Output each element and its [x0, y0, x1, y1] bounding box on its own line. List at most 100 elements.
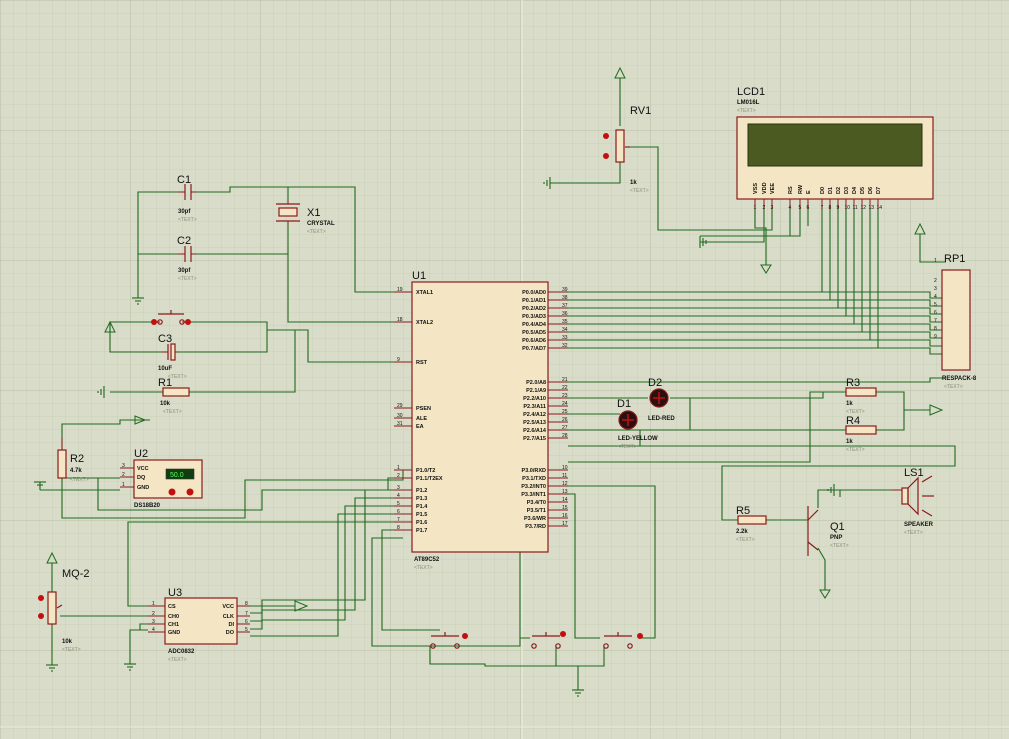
reset-button[interactable]	[151, 310, 191, 325]
u1-pin-number: 14	[562, 497, 568, 503]
u1-pin-name: P2.3/A11	[523, 404, 546, 410]
ground-symbol	[827, 484, 835, 496]
lcd-pin-number: 8	[829, 205, 832, 211]
r3-ref: R3	[846, 377, 860, 389]
capacitor-c1[interactable]: C1 30pf <TEXT>	[177, 174, 197, 223]
r1-ref: R1	[158, 377, 172, 389]
lcd-display-lcd1[interactable]: LCD1 LM016L <TEXT> 1VSS2VDD3VEE4RS5RW6E7…	[736, 86, 934, 211]
wires	[39, 78, 956, 690]
lcd-pin-number: 4	[789, 205, 792, 211]
push-button-3[interactable]	[603, 632, 643, 649]
power-arrow-icon	[914, 222, 926, 235]
u1-pin-name: EA	[416, 424, 424, 430]
u3-pin-name: CH0	[168, 614, 179, 620]
u1-pin-number: 34	[562, 327, 568, 333]
x1-ref: X1	[307, 207, 320, 219]
lcd-pin-name: D3	[844, 187, 850, 194]
capacitor-c2[interactable]: C2 30pf <TEXT>	[177, 235, 197, 282]
c2-ref: C2	[177, 235, 191, 247]
lcd-pin-name: VDD	[762, 182, 768, 194]
u1-pin-name: P1.2	[416, 488, 427, 494]
resistor-r1[interactable]: R1 10k <TEXT>	[158, 377, 190, 415]
led-d1[interactable]: D1 LED-YELLOW <TEXT>	[617, 398, 658, 450]
u3-pin-number: 2	[152, 611, 155, 617]
lcd-pin-number: 5	[799, 205, 802, 211]
u1-pin-number: 29	[397, 403, 403, 409]
c3-ref: C3	[158, 333, 172, 345]
resistor-r4[interactable]: R4 1k <TEXT>	[845, 415, 877, 453]
u3-pin-name: CLK	[223, 614, 234, 620]
lcd-pin-name: D1	[828, 187, 834, 194]
u1-pin-name: P2.0/A8	[526, 380, 546, 386]
resistor-r2[interactable]: R2 4.7k <TEXT>	[57, 438, 89, 483]
q1-value: PNP	[830, 535, 842, 541]
u1-pin-number: 17	[562, 521, 568, 527]
ls1-ref: LS1	[904, 467, 924, 479]
mq2-text: <TEXT>	[62, 647, 81, 653]
u3-pin-name: CH1	[168, 622, 179, 628]
potentiometer-mq2[interactable]: MQ-2 10k <TEXT>	[38, 551, 90, 653]
u1-pin-number: 37	[562, 303, 568, 309]
u1-pin-name: PSEN	[416, 406, 431, 412]
u1-pin-name: P0.7/AD7	[522, 346, 546, 352]
u1-pin-name: P3.6/WR	[524, 516, 546, 522]
u3-pin-number: 4	[152, 627, 155, 633]
crystal-x1[interactable]: X1 CRYSTAL <TEXT>	[276, 200, 335, 235]
rp1-pin-number: 7	[934, 318, 937, 324]
x1-value: CRYSTAL	[307, 221, 335, 227]
u1-pin-name: ALE	[416, 416, 427, 422]
push-button-2[interactable]	[531, 631, 566, 649]
speaker-ls1[interactable]: LS1 SPEAKER <TEXT>	[892, 467, 934, 536]
u1-pin-name: RST	[416, 360, 428, 366]
u3-pin-number: 7	[245, 611, 248, 617]
lcd-pin-name: VSS	[753, 183, 759, 194]
resistor-r5[interactable]: R5 2.2k <TEXT>	[736, 505, 767, 543]
u3-pin-number: 3	[152, 619, 155, 625]
ground-symbol	[819, 589, 831, 599]
resistor-r3[interactable]: R3 1k <TEXT>	[845, 377, 877, 415]
d1-text: <TEXT>	[618, 444, 637, 450]
u3-text: <TEXT>	[168, 657, 187, 663]
u1-pin-number: 9	[397, 357, 400, 363]
led-d2[interactable]: D2 LED-RED	[648, 377, 675, 422]
u3-pin-name: GND	[168, 630, 180, 636]
lcd-pin-name: D7	[876, 187, 882, 194]
power-arrow-icon	[134, 415, 147, 425]
u1-value: AT89C52	[414, 557, 440, 563]
c1-value: 30pf	[178, 209, 191, 215]
mq2-ref: MQ-2	[62, 568, 90, 580]
lcd-pin-name: VEE	[770, 183, 776, 194]
u1-pin-name: P0.4/AD4	[522, 322, 547, 328]
d2-ref: D2	[648, 377, 662, 389]
lcd1-value: LM016L	[737, 100, 760, 106]
rp1-ref: RP1	[944, 253, 965, 265]
mq2-value: 10k	[62, 639, 73, 645]
c2-value: 30pf	[178, 268, 191, 274]
u1-pin-number: 26	[562, 417, 568, 423]
u1-pin-name: P3.4/T0	[527, 500, 546, 506]
u3-value: ADC0832	[168, 649, 195, 655]
potentiometer-rv1[interactable]: RV1 1k <TEXT>	[603, 66, 651, 194]
u1-pin-number: 25	[562, 409, 568, 415]
u1-pin-number: 30	[397, 413, 403, 419]
lcd-pin-name: RW	[798, 184, 804, 194]
ground-symbol	[760, 264, 772, 274]
transistor-q1[interactable]: Q1 PNP <TEXT>	[807, 506, 849, 556]
push-button-1[interactable]	[430, 632, 468, 649]
rp1-pin-number: 8	[934, 326, 937, 332]
rv1-ref: RV1	[630, 105, 651, 117]
lcd-screen	[747, 123, 923, 167]
power-arrow-icon	[104, 320, 116, 333]
lcd1-ref: LCD1	[737, 86, 765, 98]
u1-pin-number: 16	[562, 513, 568, 519]
u2-pin-name: GND	[137, 485, 149, 491]
u2-pin-name: DQ	[137, 475, 146, 481]
u3-pin-number: 5	[245, 627, 248, 633]
capacitor-c3[interactable]: C3 10uF <TEXT>	[158, 333, 187, 380]
u2-display: 50.0	[170, 472, 184, 479]
